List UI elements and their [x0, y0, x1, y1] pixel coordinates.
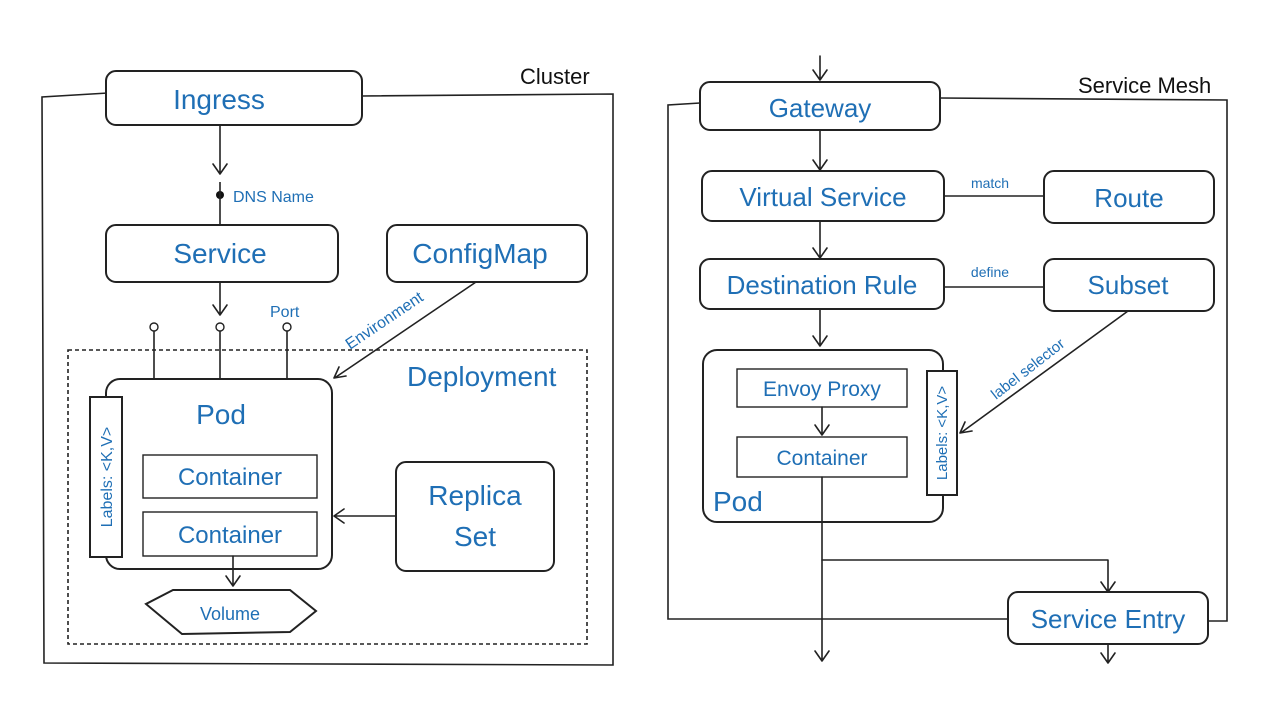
mesh-pod-label: Pod: [713, 486, 763, 517]
deployment-frame: [67, 349, 588, 645]
ingress-arrow: [212, 124, 228, 175]
cluster-frame: [41, 92, 614, 666]
port-3: [282, 322, 292, 332]
configmap-box[interactable]: [386, 224, 588, 283]
label-selector-arrow: [959, 310, 1129, 434]
mesh-panel: Service Mesh Gateway Virtual Service mat…: [667, 55, 1228, 664]
subset-label: Subset: [1088, 270, 1170, 300]
replicaset-arrow: [333, 508, 397, 524]
container-label-1: Container: [178, 464, 282, 491]
pod-label: Pod: [196, 399, 246, 430]
service-entry-label: Service Entry: [1031, 604, 1186, 634]
mesh-frame: [667, 102, 1008, 620]
port-2: [215, 322, 225, 332]
gateway-label: Gateway: [769, 93, 872, 123]
cluster-panel: Cluster Ingress DNS Name Service ConfigM…: [41, 64, 614, 666]
service-entry-arrow: [821, 559, 1116, 593]
configmap-label: ConfigMap: [412, 238, 547, 269]
gateway-arrow: [812, 129, 828, 171]
port-label: Port: [270, 304, 300, 321]
service-arrow: [212, 281, 228, 316]
ingress-box[interactable]: [105, 70, 363, 126]
ingress-label: Ingress: [173, 84, 265, 115]
define-label: define: [971, 264, 1009, 280]
container-box-1[interactable]: [142, 454, 318, 499]
replica-label-line1: Replica: [428, 480, 522, 511]
port-1: [149, 322, 159, 332]
service-label: Service: [173, 238, 266, 269]
deployment-label: Deployment: [407, 361, 557, 392]
virtual-service-arrow: [812, 220, 828, 259]
volume-label: Volume: [200, 604, 260, 624]
replicaset-box[interactable]: [395, 461, 555, 572]
dns-name-label: DNS Name: [233, 189, 314, 206]
service-box[interactable]: [105, 224, 339, 283]
labels-label: Labels: <K,V>: [99, 427, 116, 528]
mesh-container-label: Container: [776, 447, 867, 470]
match-label: match: [971, 175, 1009, 191]
virtual-service-label: Virtual Service: [739, 182, 906, 212]
destination-rule-box[interactable]: [699, 258, 945, 310]
volume-arrow: [225, 555, 241, 587]
subset-box[interactable]: [1043, 258, 1215, 312]
mesh-labels-bar[interactable]: [926, 370, 958, 496]
mesh-labels-label: Labels: <K,V>: [934, 386, 951, 480]
gateway-in-arrow: [812, 55, 828, 81]
mesh-title: Service Mesh: [1078, 73, 1211, 98]
destination-rule-arrow: [812, 308, 828, 347]
replica-label-line2: Set: [454, 521, 496, 552]
container-label-2: Container: [178, 522, 282, 549]
container-out-arrow: [814, 476, 830, 662]
mesh-frame-right: [939, 97, 1228, 622]
route-box[interactable]: [1043, 170, 1215, 224]
container-box-2[interactable]: [142, 511, 318, 557]
envoy-arrow: [814, 406, 830, 436]
envoy-proxy-label: Envoy Proxy: [763, 378, 881, 401]
destination-rule-label: Destination Rule: [727, 270, 918, 300]
environment-arrow: [333, 281, 477, 379]
service-entry-out-arrow: [1100, 643, 1116, 664]
label-selector-label: label selector: [988, 335, 1068, 403]
route-label: Route: [1094, 183, 1163, 213]
volume-shape[interactable]: [144, 589, 318, 636]
cluster-title: Cluster: [520, 64, 590, 89]
labels-bar[interactable]: [89, 396, 123, 558]
